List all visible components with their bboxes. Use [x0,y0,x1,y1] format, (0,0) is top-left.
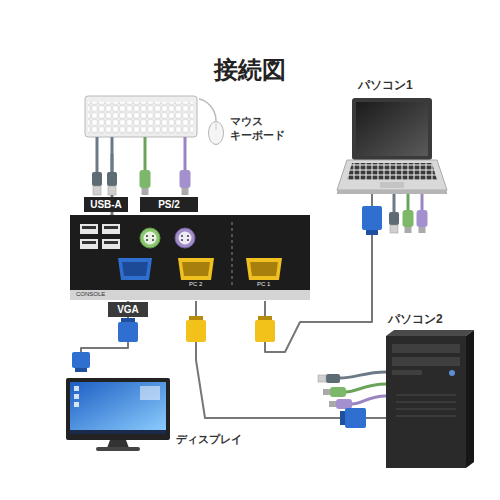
tower-pc [318,330,474,468]
kvm-switch-body [70,215,310,300]
tower-pc: パソコン2 [382,312,474,472]
port-caption: CONSOLE [76,291,105,297]
device-label: ディスプレイ [176,432,242,446]
peripheral-group: マウス キーボード [80,90,305,154]
diagram-title: 接続図 [0,54,500,86]
kvm-switch: CONSOLE PC 2 PC 1 [70,215,310,301]
device-label: パソコン1 [358,78,413,92]
device-label: パソコン2 [388,312,443,326]
port-tag: PS/2 [140,197,198,212]
keyboard-mouse [85,96,224,145]
port-caption: PC 1 [257,281,270,287]
cable-connector [196,301,382,418]
laptop-pc: パソコン1 [340,78,450,205]
display-monitor: ディスプレイ [60,370,246,458]
display-monitor [66,352,170,451]
keyboard-cables [92,137,191,195]
device-label: マウス キーボード [230,114,292,143]
vga-plugs [118,316,275,342]
port-tag: VGA [108,302,148,317]
port-tag: USB-A [84,197,128,212]
port-caption: PC 2 [189,281,202,287]
laptop [337,98,447,235]
